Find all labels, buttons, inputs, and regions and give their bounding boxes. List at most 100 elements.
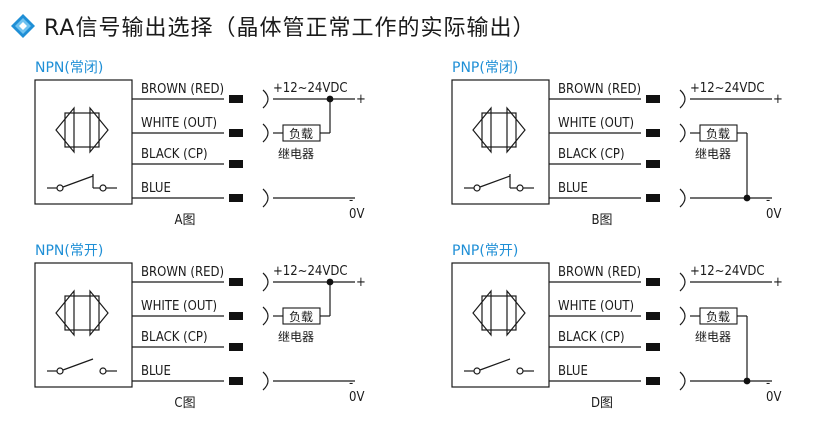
switch-contact-icon	[516, 367, 524, 375]
plus-sign: +	[356, 275, 366, 290]
terminal-block-icon	[229, 312, 243, 320]
sensor-left-triangle-icon	[472, 106, 492, 154]
sensor-box	[34, 79, 133, 205]
panel-caption: D图	[591, 396, 613, 411]
sensor-box	[451, 262, 550, 388]
connector-arc-icon	[679, 306, 686, 326]
wire-label: BROWN (RED)	[141, 82, 224, 97]
sensor-right-triangle-icon	[89, 106, 109, 154]
load-label: 负载	[706, 127, 730, 141]
relay-label: 继电器	[278, 147, 314, 161]
wiring-panel-2: PNP(常闭)BROWN (RED)WHITE (OUT)BLACK (CP)B…	[451, 60, 783, 228]
connector-arc-icon	[262, 371, 269, 391]
zero-volt-label: 0V	[349, 390, 364, 405]
switch-contact-icon	[99, 367, 107, 375]
minus-sign: -	[349, 193, 353, 208]
wire-label: BROWN (RED)	[141, 265, 224, 280]
terminal-block-icon	[229, 160, 243, 168]
page-header: RA信号输出选择（晶体管正常工作的实际输出）	[10, 6, 535, 46]
sensor-right-triangle-icon	[506, 106, 526, 154]
connector-arc-icon	[262, 306, 269, 326]
switch-contact-icon	[473, 184, 481, 192]
junction-dot-icon	[743, 194, 751, 202]
terminal-block-icon	[646, 160, 660, 168]
supply-label: +12~24VDC	[690, 81, 765, 96]
sensor-left-triangle-icon	[472, 289, 492, 337]
sensor-square-icon	[64, 295, 100, 331]
switch-contact-icon	[516, 184, 524, 192]
minus-sign: -	[349, 376, 353, 391]
page-title: RA信号输出选择（晶体管正常工作的实际输出）	[44, 16, 536, 41]
terminal-block-icon	[646, 377, 660, 385]
switch-contact-icon	[56, 367, 64, 375]
plus-sign: +	[356, 92, 366, 107]
relay-label: 继电器	[695, 330, 731, 344]
sensor-box	[451, 79, 550, 205]
wire-label: BLACK (CP)	[141, 330, 208, 345]
sensor-right-triangle-icon	[89, 289, 109, 337]
supply-label: +12~24VDC	[273, 264, 348, 279]
supply-label: +12~24VDC	[273, 81, 348, 96]
connector-arc-icon	[679, 272, 686, 292]
switch-blade	[479, 358, 511, 371]
connector-arc-icon	[262, 89, 269, 109]
connector-arc-icon	[262, 272, 269, 292]
section-label: PNP(常开)	[452, 243, 518, 259]
junction-dot-icon	[326, 95, 334, 103]
sensor-box	[34, 262, 133, 388]
terminal-block-icon	[229, 95, 243, 103]
wire-label: WHITE (OUT)	[141, 116, 217, 131]
terminal-block-icon	[646, 129, 660, 137]
relay-label: 继电器	[695, 147, 731, 161]
section-label: NPN(常闭)	[35, 60, 103, 76]
junction-dot-icon	[743, 377, 751, 385]
terminal-block-icon	[229, 377, 243, 385]
diamond-icon	[10, 13, 36, 39]
terminal-block-icon	[646, 312, 660, 320]
terminal-block-icon	[646, 343, 660, 351]
sensor-square-icon	[481, 112, 517, 148]
wire-label: BROWN (RED)	[558, 265, 641, 280]
sensor-right-triangle-icon	[506, 289, 526, 337]
switch-blade	[62, 175, 94, 188]
relay-label: 继电器	[278, 330, 314, 344]
panel-caption: A图	[175, 213, 196, 228]
wire-label: BLACK (CP)	[558, 147, 625, 162]
connector-arc-icon	[679, 89, 686, 109]
zero-volt-label: 0V	[766, 390, 781, 405]
wiring-panel-3: NPN(常开)BROWN (RED)WHITE (OUT)BLACK (CP)B…	[34, 243, 366, 411]
wire-label: BLUE	[141, 364, 171, 379]
wire-label: WHITE (OUT)	[141, 299, 217, 314]
connector-arc-icon	[679, 123, 686, 143]
wiring-panel-1: NPN(常闭) BROWN (RED) WHITE (OUT) BLACK (CP) B…	[34, 60, 366, 228]
wire-label: BLACK (CP)	[558, 330, 625, 345]
terminal-block-icon	[229, 129, 243, 137]
wire-label: WHITE (OUT)	[558, 116, 634, 131]
wire-label: WHITE (OUT)	[558, 299, 634, 314]
terminal-block-icon	[646, 95, 660, 103]
panel-caption: C图	[174, 396, 195, 411]
switch-contact-icon	[473, 367, 481, 375]
wire-label: BLACK (CP)	[141, 147, 208, 162]
panel-caption: B图	[591, 213, 612, 228]
sensor-square-icon	[64, 112, 100, 148]
connector-arc-icon	[679, 371, 686, 391]
wiring-panel-4: PNP(常开) BROWN (RED) WHITE (OUT) BLACK (CP) B…	[451, 243, 783, 411]
junction-dot-icon	[326, 278, 334, 286]
connector-arc-icon	[262, 188, 269, 208]
minus-sign: -	[766, 376, 770, 391]
wire-label: BLUE	[558, 364, 588, 379]
section-label: PNP(常闭)	[452, 60, 518, 76]
switch-contact-icon	[99, 184, 107, 192]
zero-volt-label: 0V	[766, 207, 781, 222]
sensor-left-triangle-icon	[55, 106, 75, 154]
load-label: 负载	[706, 310, 730, 324]
sensor-square-icon	[481, 295, 517, 331]
load-label: 负载	[289, 127, 313, 141]
terminal-block-icon	[229, 343, 243, 351]
wire-label: BLUE	[558, 181, 588, 196]
wire-label: BLUE	[141, 181, 171, 196]
connector-arc-icon	[262, 123, 269, 143]
sensor-left-triangle-icon	[55, 289, 75, 337]
plus-sign: +	[773, 275, 783, 290]
